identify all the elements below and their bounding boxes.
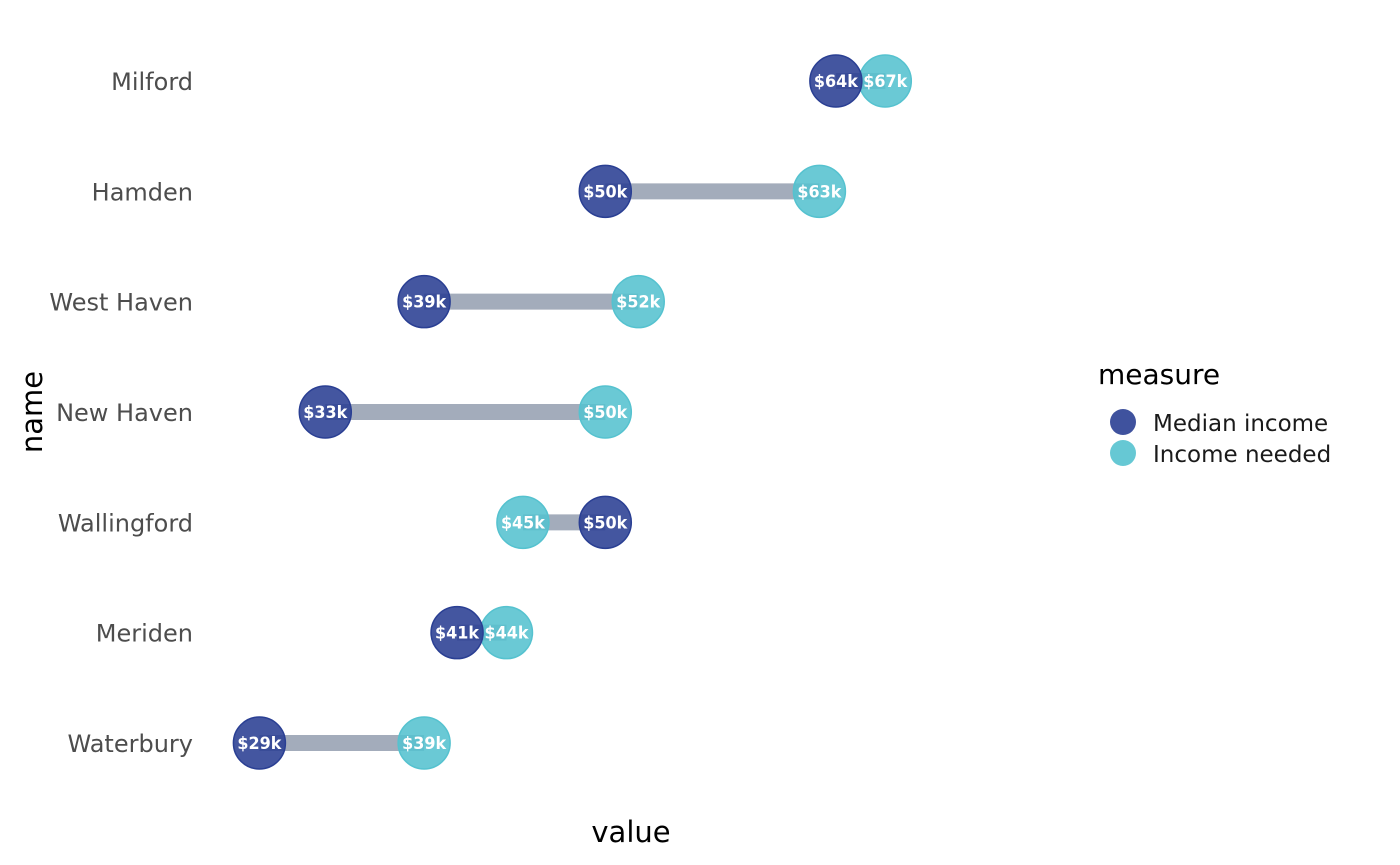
dot-label-income-needed-waterbury: $39k (402, 734, 447, 754)
dot-median-income-milford (809, 54, 863, 108)
category-label-west-haven: West Haven (49, 289, 193, 317)
dot-median-income-waterbury (232, 716, 287, 770)
y-axis-title: name (15, 371, 49, 453)
dot-label-median-income-wallingford: $50k (583, 513, 628, 533)
dot-label-income-needed-new-haven: $50k (583, 403, 628, 423)
dot-label-income-needed-meriden: $44k (484, 624, 529, 644)
dot-label-median-income-milford: $64k (814, 72, 859, 92)
legend: measure Median income Income needed (1098, 358, 1331, 468)
category-label-milford: Milford (111, 68, 193, 96)
dot-median-income-meriden (430, 605, 484, 660)
dot-label-income-needed-west-haven: $52k (616, 293, 661, 313)
dot-median-income-hamden (578, 164, 633, 219)
dot-label-median-income-new-haven: $33k (303, 403, 348, 423)
category-label-meriden: Meriden (96, 620, 193, 648)
dot-label-median-income-meriden: $41k (435, 624, 480, 644)
dot-median-income-wallingford (578, 495, 633, 550)
category-label-wallingford: Wallingford (58, 509, 193, 537)
dot-label-median-income-hamden: $50k (583, 182, 628, 202)
dot-income-needed-hamden (792, 164, 847, 219)
dot-income-needed-wallingford (496, 495, 550, 550)
x-axis-title: value (591, 815, 670, 849)
dot-income-needed-waterbury (397, 716, 451, 770)
legend-key-median-income (1110, 409, 1136, 435)
dot-label-median-income-west-haven: $39k (402, 293, 447, 313)
segments-layer (259, 73, 886, 751)
category-label-new-haven: New Haven (56, 399, 193, 427)
legend-title: measure (1098, 358, 1220, 391)
category-label-hamden: Hamden (92, 178, 193, 206)
dots-layer: $67k $63k $52k $50k $45k $44k $39k $64k $50k $39k… (232, 54, 913, 770)
dot-label-income-needed-hamden: $63k (797, 182, 842, 202)
dot-label-median-income-waterbury: $29k (237, 734, 282, 754)
category-label-waterbury: Waterbury (68, 730, 193, 758)
dot-median-income-new-haven (298, 385, 353, 439)
dot-income-needed-new-haven (578, 385, 633, 439)
dot-label-income-needed-milford: $67k (863, 72, 908, 92)
dot-income-needed-west-haven (611, 274, 665, 329)
legend-label-income-needed: Income needed (1153, 442, 1331, 468)
legend-label-median-income: Median income (1153, 411, 1328, 437)
dot-label-income-needed-wallingford: $45k (501, 513, 546, 533)
dot-median-income-west-haven (397, 274, 451, 329)
legend-key-income-needed (1110, 440, 1136, 466)
